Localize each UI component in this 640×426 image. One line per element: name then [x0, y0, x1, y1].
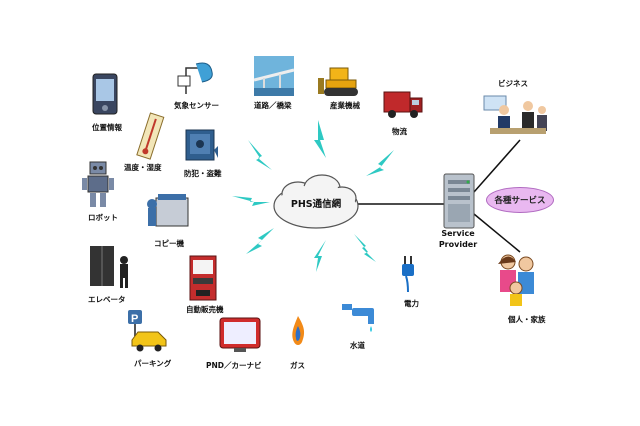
power-plug-icon	[402, 256, 414, 293]
node-label-water: 水道	[350, 341, 365, 350]
lightning-bolt-icon	[248, 140, 272, 170]
node-label-road: 道路／橋梁	[254, 101, 292, 110]
weather-sensor-icon	[177, 62, 213, 94]
bridge-icon	[253, 56, 295, 96]
elevator-icon	[90, 246, 128, 288]
node-label-temperature: 温度・湿度	[124, 163, 162, 172]
lightning-bolt-icon	[354, 234, 376, 262]
gps-device-icon	[92, 73, 118, 115]
lightning-bolt-icon	[232, 196, 270, 206]
node-label-security: 防犯・盗難	[184, 169, 222, 178]
business-meeting-icon	[483, 95, 547, 134]
car-navigation-icon	[219, 317, 261, 352]
node-label-weather: 気象センサー	[174, 101, 219, 110]
lightning-bolt-icon	[246, 228, 274, 254]
node-label-family: 個人・家族	[508, 315, 546, 324]
node-label-robot: ロボット	[88, 213, 118, 222]
gas-flame-icon	[292, 316, 305, 345]
node-label-parking: パーキング	[134, 359, 172, 368]
node-label-pnd: PND／カーナビ	[206, 361, 262, 370]
lightning-bolt-icon	[366, 150, 394, 176]
cloud-icon	[273, 174, 359, 229]
lightning-bolt-icon	[314, 240, 326, 272]
node-label-elevator: エレベータ	[88, 295, 126, 304]
node-label-position: 位置情報	[92, 123, 122, 132]
family-icon	[498, 254, 534, 306]
services-badge: 各種サービス	[486, 187, 554, 213]
node-label-power: 電力	[404, 299, 419, 308]
node-label-logistics: 物流	[392, 127, 407, 136]
truck-icon	[383, 91, 423, 118]
network-label: PHS通信網	[290, 199, 342, 210]
svg-text:P: P	[131, 313, 138, 325]
parking-taxi-icon: P	[128, 310, 167, 352]
water-faucet-icon	[342, 304, 374, 332]
node-label-industrial: 産業機械	[330, 101, 360, 110]
safe-icon	[185, 129, 218, 161]
provider-to-business-line	[473, 139, 521, 193]
node-label-business: ビジネス	[498, 79, 528, 88]
lightning-bolt-icon	[314, 120, 326, 158]
provider-line-1: Service	[441, 229, 475, 238]
provider-to-family-line	[473, 213, 521, 253]
provider-line-2: Provider	[438, 240, 478, 249]
node-label-copier: コピー機	[154, 239, 184, 248]
copier-icon	[147, 194, 189, 227]
node-label-gas: ガス	[290, 361, 305, 370]
bulldozer-icon	[318, 67, 358, 96]
server-icon	[443, 173, 475, 229]
phs-network-cloud: PHS通信網	[268, 168, 364, 238]
service-provider-label: Service Provider	[418, 228, 498, 250]
thermometer-icon	[136, 112, 165, 160]
node-label-vending: 自動販売機	[186, 305, 224, 314]
vending-machine-icon	[189, 255, 217, 301]
robot-icon	[82, 161, 114, 207]
